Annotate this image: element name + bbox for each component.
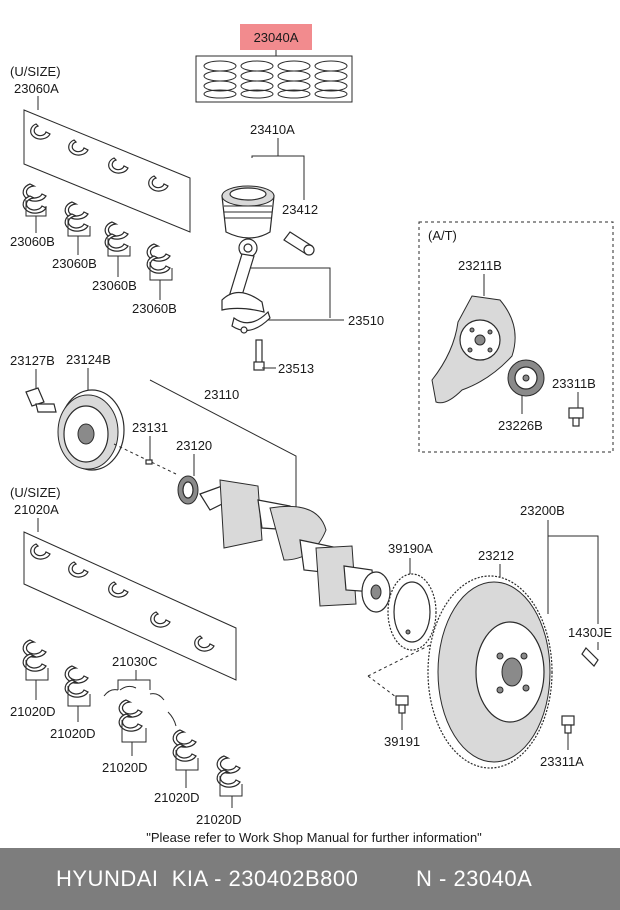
bearing-shell-21020D-5-icon[interactable] [216,755,241,788]
dowel-pin-icon[interactable] [581,647,599,667]
bearing-shell-23060B-4-icon[interactable] [146,243,171,274]
parts-exploded-diagram: 23040A (U/SIZE) 23060A 23060B 23060B 230… [10,24,614,845]
label-23060B-4[interactable]: 23060B [132,301,177,316]
label-23510[interactable]: 23510 [348,313,384,328]
label-23311B[interactable]: 23311B [552,376,596,391]
label-21020D-1[interactable]: 21020D [10,704,56,719]
drive-plate-bolt-icon[interactable] [568,407,584,427]
label-23200B[interactable]: 23200B [520,503,565,518]
label-21020D-5[interactable]: 21020D [196,812,242,827]
highlight-badge [240,24,312,50]
main-bearing-upper-shells-icon[interactable] [30,123,169,192]
label-23226B[interactable]: 23226B [498,418,543,433]
rod-cap-icon[interactable] [231,310,271,334]
workshop-note: "Please refer to Work Shop Manual for fu… [146,830,482,845]
label-39191[interactable]: 39191 [384,734,420,749]
label-23040A[interactable]: 23040A [254,30,299,45]
label-23513[interactable]: 23513 [278,361,314,376]
key-icon[interactable] [145,459,153,465]
bearing-shell-23060B-3-icon[interactable] [104,221,129,252]
label-23127B[interactable]: 23127B [10,353,55,368]
main-bearing-upper-panel [23,109,191,233]
label-23124B[interactable]: 23124B [66,352,111,367]
label-23060B-2[interactable]: 23060B [52,256,97,271]
flywheel-bolt-icon[interactable] [561,715,575,734]
main-bearing-lower-panel [23,531,237,681]
label-23110[interactable]: 23110 [204,387,239,402]
label-23410A[interactable]: 23410A [250,122,295,137]
signal-plate-icon[interactable] [387,573,437,651]
label-21020D-2[interactable]: 21020D [50,726,96,741]
piston-ring-set-icon[interactable] [203,60,348,99]
label-23060A[interactable]: 23060A [14,81,59,96]
signal-plate-bolt-icon[interactable] [395,695,409,714]
piston-ring-set-box [195,55,353,103]
main-bearing-lower-shells-icon[interactable] [30,543,215,652]
bearing-shell-23060B-1-icon[interactable] [22,183,47,214]
bearing-shell-21020D-3-icon[interactable] [118,699,143,732]
footer-bar: HYUNDAI KIA - 230402B800 N - 23040A [0,848,620,910]
drive-plate-icon[interactable] [431,295,516,404]
label-23060B-3[interactable]: 23060B [92,278,137,293]
adapter-plate-icon[interactable] [507,359,545,397]
label-1430JE[interactable]: 1430JE [568,625,612,640]
label-23120[interactable]: 23120 [176,438,212,453]
label-23060B-1[interactable]: 23060B [10,234,55,249]
at-dashed-box [418,221,614,453]
label-usize-bottom: (U/SIZE) [10,485,61,500]
label-23311A[interactable]: 23311A [540,754,584,769]
crankshaft-icon[interactable] [199,479,391,613]
label-21020D-3[interactable]: 21020D [102,760,148,775]
label-usize-top: (U/SIZE) [10,64,61,79]
label-23412[interactable]: 23412 [282,202,318,217]
piston-pin-icon[interactable] [283,231,315,256]
crankshaft-pulley-icon[interactable] [57,389,125,471]
rod-bolt-icon[interactable] [253,339,265,371]
footer-ref-number: N - 23040A [416,866,533,891]
bearing-shell-21020D-1-icon[interactable] [22,639,47,672]
label-23211B[interactable]: 23211B [458,258,502,273]
bearing-shell-21020D-2-icon[interactable] [64,665,89,698]
label-21030C[interactable]: 21030C [112,654,158,669]
label-23212[interactable]: 23212 [478,548,514,563]
label-21020D-4[interactable]: 21020D [154,790,200,805]
piston-icon[interactable] [221,185,275,239]
label-39190A[interactable]: 39190A [388,541,433,556]
bearing-shell-23060B-2-icon[interactable] [64,201,89,232]
label-23131[interactable]: 23131 [132,420,168,435]
label-at: (A/T) [428,228,457,243]
footer-brand-part-number: HYUNDAI KIA - 230402B800 [56,866,359,891]
connecting-rod-icon[interactable] [221,238,265,313]
pulley-bolt-icon[interactable] [25,387,57,413]
flywheel-icon[interactable] [427,575,553,769]
timing-sprocket-icon[interactable] [177,475,199,505]
thrust-washer-icon[interactable] [103,685,177,727]
bearing-shell-21020D-4-icon[interactable] [172,729,197,762]
label-21020A[interactable]: 21020A [14,502,59,517]
